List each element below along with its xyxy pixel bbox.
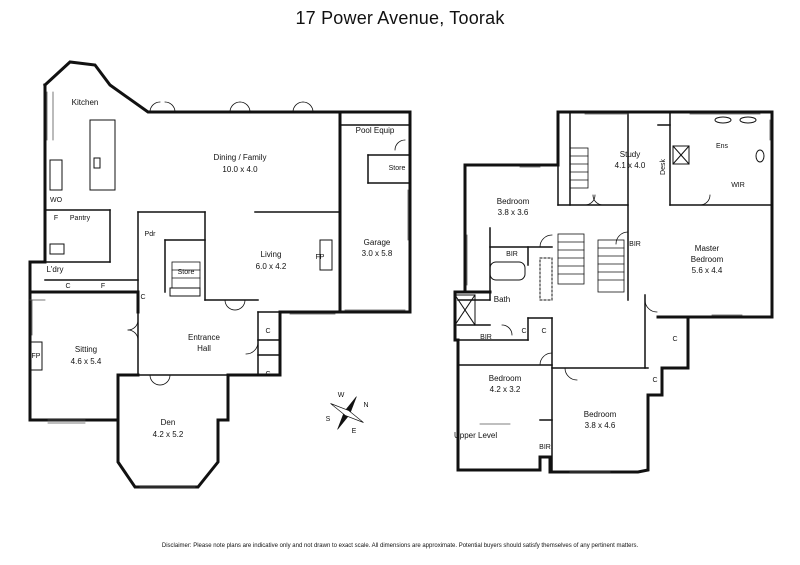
room-label-dining-family: Dining / Family (213, 153, 267, 162)
room-size-master: 5.6 x 4.4 (691, 266, 723, 275)
room-label-pantry: Pantry (69, 215, 91, 222)
room-label-entrance: Entrance (187, 333, 221, 342)
room-label-garage: Garage (363, 238, 391, 247)
compass-e-label: N (363, 402, 369, 409)
compass-n-label: W (337, 392, 345, 399)
label-bir4: BIR (539, 444, 551, 451)
room-label-study: Study (619, 150, 641, 159)
compass-icon (330, 396, 364, 430)
room-label-master-bedroom: Bedroom (690, 255, 724, 264)
compass-w-label: E (351, 428, 357, 435)
room-label-sitting: Sitting (74, 345, 98, 354)
room-label-pdr: Pdr (144, 231, 156, 238)
room-size-bedroom1: 3.8 x 3.6 (497, 208, 529, 217)
room-label-bedroom3: Bedroom (583, 410, 617, 419)
label-cupboard-c: C (265, 328, 271, 335)
compass-s-label: S (325, 416, 331, 423)
ground-outer-wall (28, 83, 47, 294)
room-size-study: 4.1 x 4.0 (614, 161, 646, 170)
room-label-living: Living (260, 250, 282, 259)
plan-title: 17 Power Avenue, Toorak (295, 8, 505, 28)
room-size-sitting: 4.6 x 5.4 (70, 357, 102, 366)
room-size-den: 4.2 x 5.2 (152, 430, 184, 439)
label-cupboard-a: C (65, 283, 71, 290)
room-size-bedroom3: 3.8 x 4.6 (584, 421, 616, 430)
label-cupboard-g: C (672, 336, 678, 343)
room-label-pool-equip: Pool Equip (355, 126, 395, 135)
room-label-wo: WO (49, 197, 63, 204)
label-bir3: BIR (629, 241, 641, 248)
label-cupboard-h: C (652, 377, 658, 384)
room-label-bedroom2: Bedroom (488, 374, 522, 383)
room-label-laundry: L'dry (46, 265, 64, 274)
room-label-wir: WIR (731, 182, 745, 189)
room-label-master: Master (694, 244, 720, 253)
level-label-upper: Upper Level (454, 431, 498, 440)
upper-outer-wall (463, 110, 774, 319)
room-label-store-hall: Store (177, 269, 195, 276)
label-cupboard-b: C (140, 294, 146, 301)
room-label-hall: Hall (197, 344, 211, 353)
room-label-den: Den (160, 418, 176, 427)
label-cupboard-e: C (521, 328, 527, 335)
room-label-bedroom1: Bedroom (496, 197, 530, 206)
room-size-living: 6.0 x 4.2 (255, 262, 287, 271)
room-label-kitchen: Kitchen (71, 98, 99, 107)
label-fp-sitting: FP (31, 353, 41, 360)
label-bir2: BIR (480, 334, 492, 341)
room-label-bath: Bath (493, 295, 511, 304)
compass-rose: W N S E (322, 388, 372, 438)
label-fp-living: FP (315, 254, 325, 261)
room-size-bedroom2: 4.2 x 3.2 (489, 385, 521, 394)
room-size-dining-family: 10.0 x 4.0 (222, 165, 258, 174)
label-desk: Desk (660, 159, 667, 175)
label-bir1: BIR (506, 251, 518, 258)
disclaimer: Disclaimer: Please note plans are indica… (161, 543, 639, 549)
label-fridge-b: F (100, 283, 106, 290)
room-label-store-pool: Store (388, 165, 406, 172)
label-cupboard-f: C (541, 328, 547, 335)
room-size-garage: 3.0 x 5.8 (361, 249, 393, 258)
label-cupboard-d: C (265, 371, 271, 378)
room-label-fridge: F (53, 215, 59, 222)
room-label-ens: Ens (715, 143, 729, 150)
